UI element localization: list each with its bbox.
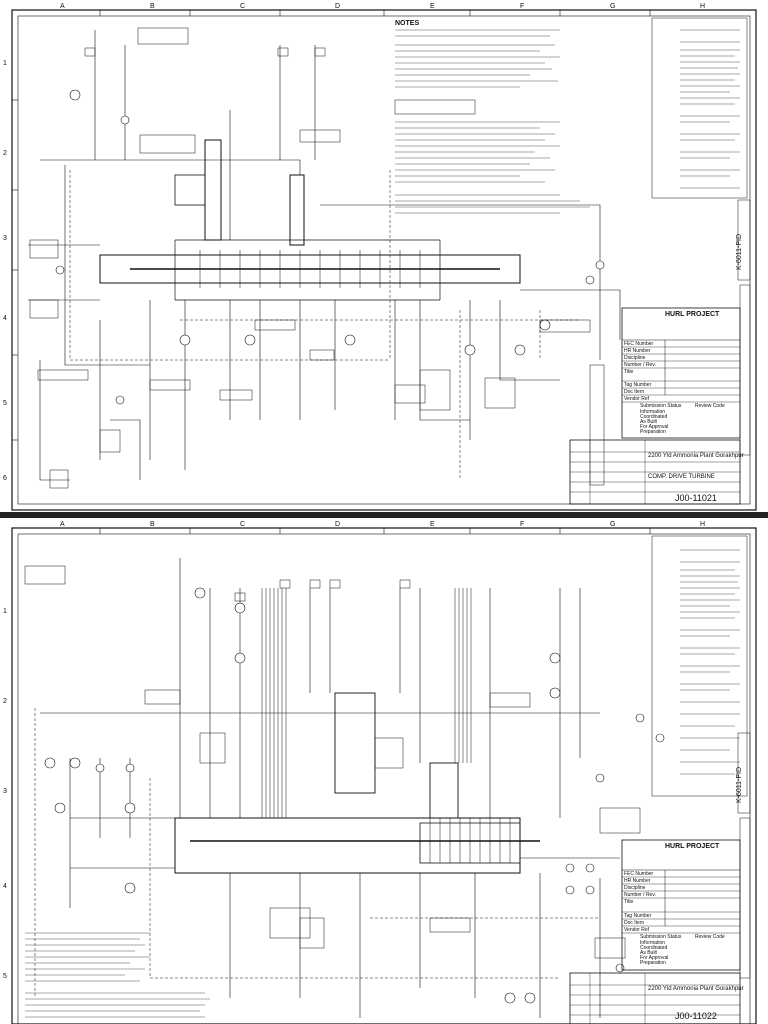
title-sub: COMP. DRIVE TURBINE bbox=[648, 474, 715, 480]
notes-heading: NOTES bbox=[395, 20, 420, 27]
field-number-rev-2: Number / Rev. bbox=[624, 892, 656, 898]
col-label-h: H bbox=[700, 3, 706, 10]
field-hr-number: HR Number bbox=[624, 348, 651, 354]
col-label-c-2: C bbox=[240, 521, 246, 528]
col-label-d: D bbox=[335, 3, 341, 10]
status-coordinated: Coordinated bbox=[640, 414, 668, 420]
row-label-4-2: 4 bbox=[3, 883, 7, 890]
field-tag-number: Tag Number bbox=[624, 382, 652, 388]
col-label-a-2: A bbox=[60, 521, 65, 528]
field-hr-number-2: HR Number bbox=[624, 878, 651, 884]
field-number-rev: Number / Rev. bbox=[624, 362, 656, 368]
field-vendor-ref-2: Vendor Ref bbox=[624, 927, 650, 933]
pid-drawing-2 bbox=[11, 527, 757, 1024]
col-label-c: C bbox=[240, 3, 246, 10]
title-main: 2200 Yld Ammonia Plant Gorakhpur bbox=[648, 453, 744, 459]
col-label-a: A bbox=[60, 3, 65, 10]
col-label-f-2: F bbox=[520, 521, 525, 528]
field-title: Title bbox=[624, 369, 634, 375]
review-code-label-2: Review Code bbox=[695, 934, 725, 940]
drawing-sheet-1: A B C D E F G H 1 2 3 4 5 6 NOTES HURL P… bbox=[3, 3, 757, 511]
status-coordinated-2: Coordinated bbox=[640, 945, 668, 951]
review-code-label: Review Code bbox=[695, 403, 725, 409]
vertical-drawing-number: K-6011-PID bbox=[736, 233, 743, 270]
col-label-b-2: B bbox=[150, 521, 155, 528]
drawing-number: J00-11021 bbox=[675, 493, 717, 503]
field-discipline-2: Discipline bbox=[624, 885, 646, 891]
status-as-built-2: As Built bbox=[640, 950, 657, 956]
status-information: Information bbox=[640, 409, 666, 415]
col-label-e-2: E bbox=[430, 521, 435, 528]
field-tag-number-2: Tag Number bbox=[624, 913, 652, 919]
status-for-approval: For Approval bbox=[640, 424, 669, 430]
col-label-b: B bbox=[150, 3, 155, 10]
submission-status-label-2: Submission Status bbox=[640, 934, 682, 940]
status-preparation: Preparation bbox=[640, 429, 666, 435]
row-label-5-2: 5 bbox=[3, 973, 7, 980]
pid-drawing-1 bbox=[11, 9, 757, 511]
field-doc-item: Doc Item bbox=[624, 389, 645, 395]
col-label-h-2: H bbox=[700, 521, 706, 528]
row-label-1: 1 bbox=[3, 60, 7, 67]
col-label-d-2: D bbox=[335, 521, 341, 528]
col-label-g-2: G bbox=[610, 521, 616, 528]
row-label-1-2: 1 bbox=[3, 608, 7, 615]
project-name-2: HURL PROJECT bbox=[665, 843, 720, 850]
drawing-number-2: J00-11022 bbox=[675, 1011, 717, 1021]
field-vendor-ref: Vendor Ref bbox=[624, 396, 650, 402]
status-as-built: As Built bbox=[640, 419, 657, 425]
field-title-2: Title bbox=[624, 899, 634, 905]
field-discipline: Discipline bbox=[624, 355, 646, 361]
field-fec-number-2: FEC Number bbox=[624, 871, 654, 877]
status-for-approval-2: For Approval bbox=[640, 955, 669, 961]
row-label-3-2: 3 bbox=[3, 788, 7, 795]
project-name: HURL PROJECT bbox=[665, 311, 720, 318]
row-label-5: 5 bbox=[3, 400, 7, 407]
status-preparation-2: Preparation bbox=[640, 960, 666, 966]
col-label-g: G bbox=[610, 3, 616, 10]
row-label-6: 6 bbox=[3, 475, 7, 482]
row-label-2: 2 bbox=[3, 150, 7, 157]
row-label-3: 3 bbox=[3, 235, 7, 242]
field-fec-number: FEC Number bbox=[624, 341, 654, 347]
col-label-f: F bbox=[520, 3, 525, 10]
row-label-2-2: 2 bbox=[3, 698, 7, 705]
status-information-2: Information bbox=[640, 940, 666, 946]
field-doc-item-2: Doc Item bbox=[624, 920, 645, 926]
submission-status-label: Submission Status bbox=[640, 403, 682, 409]
drawing-sheet-2: A B C D E F G H 1 2 3 4 5 HURL PROJECT F… bbox=[0, 512, 768, 1024]
row-label-4: 4 bbox=[3, 315, 7, 322]
title-main-2: 2200 Yld Ammonia Plant Gorakhpur bbox=[648, 986, 744, 992]
vertical-drawing-number-2: K-6011-PID bbox=[736, 766, 743, 803]
col-label-e: E bbox=[430, 3, 435, 10]
